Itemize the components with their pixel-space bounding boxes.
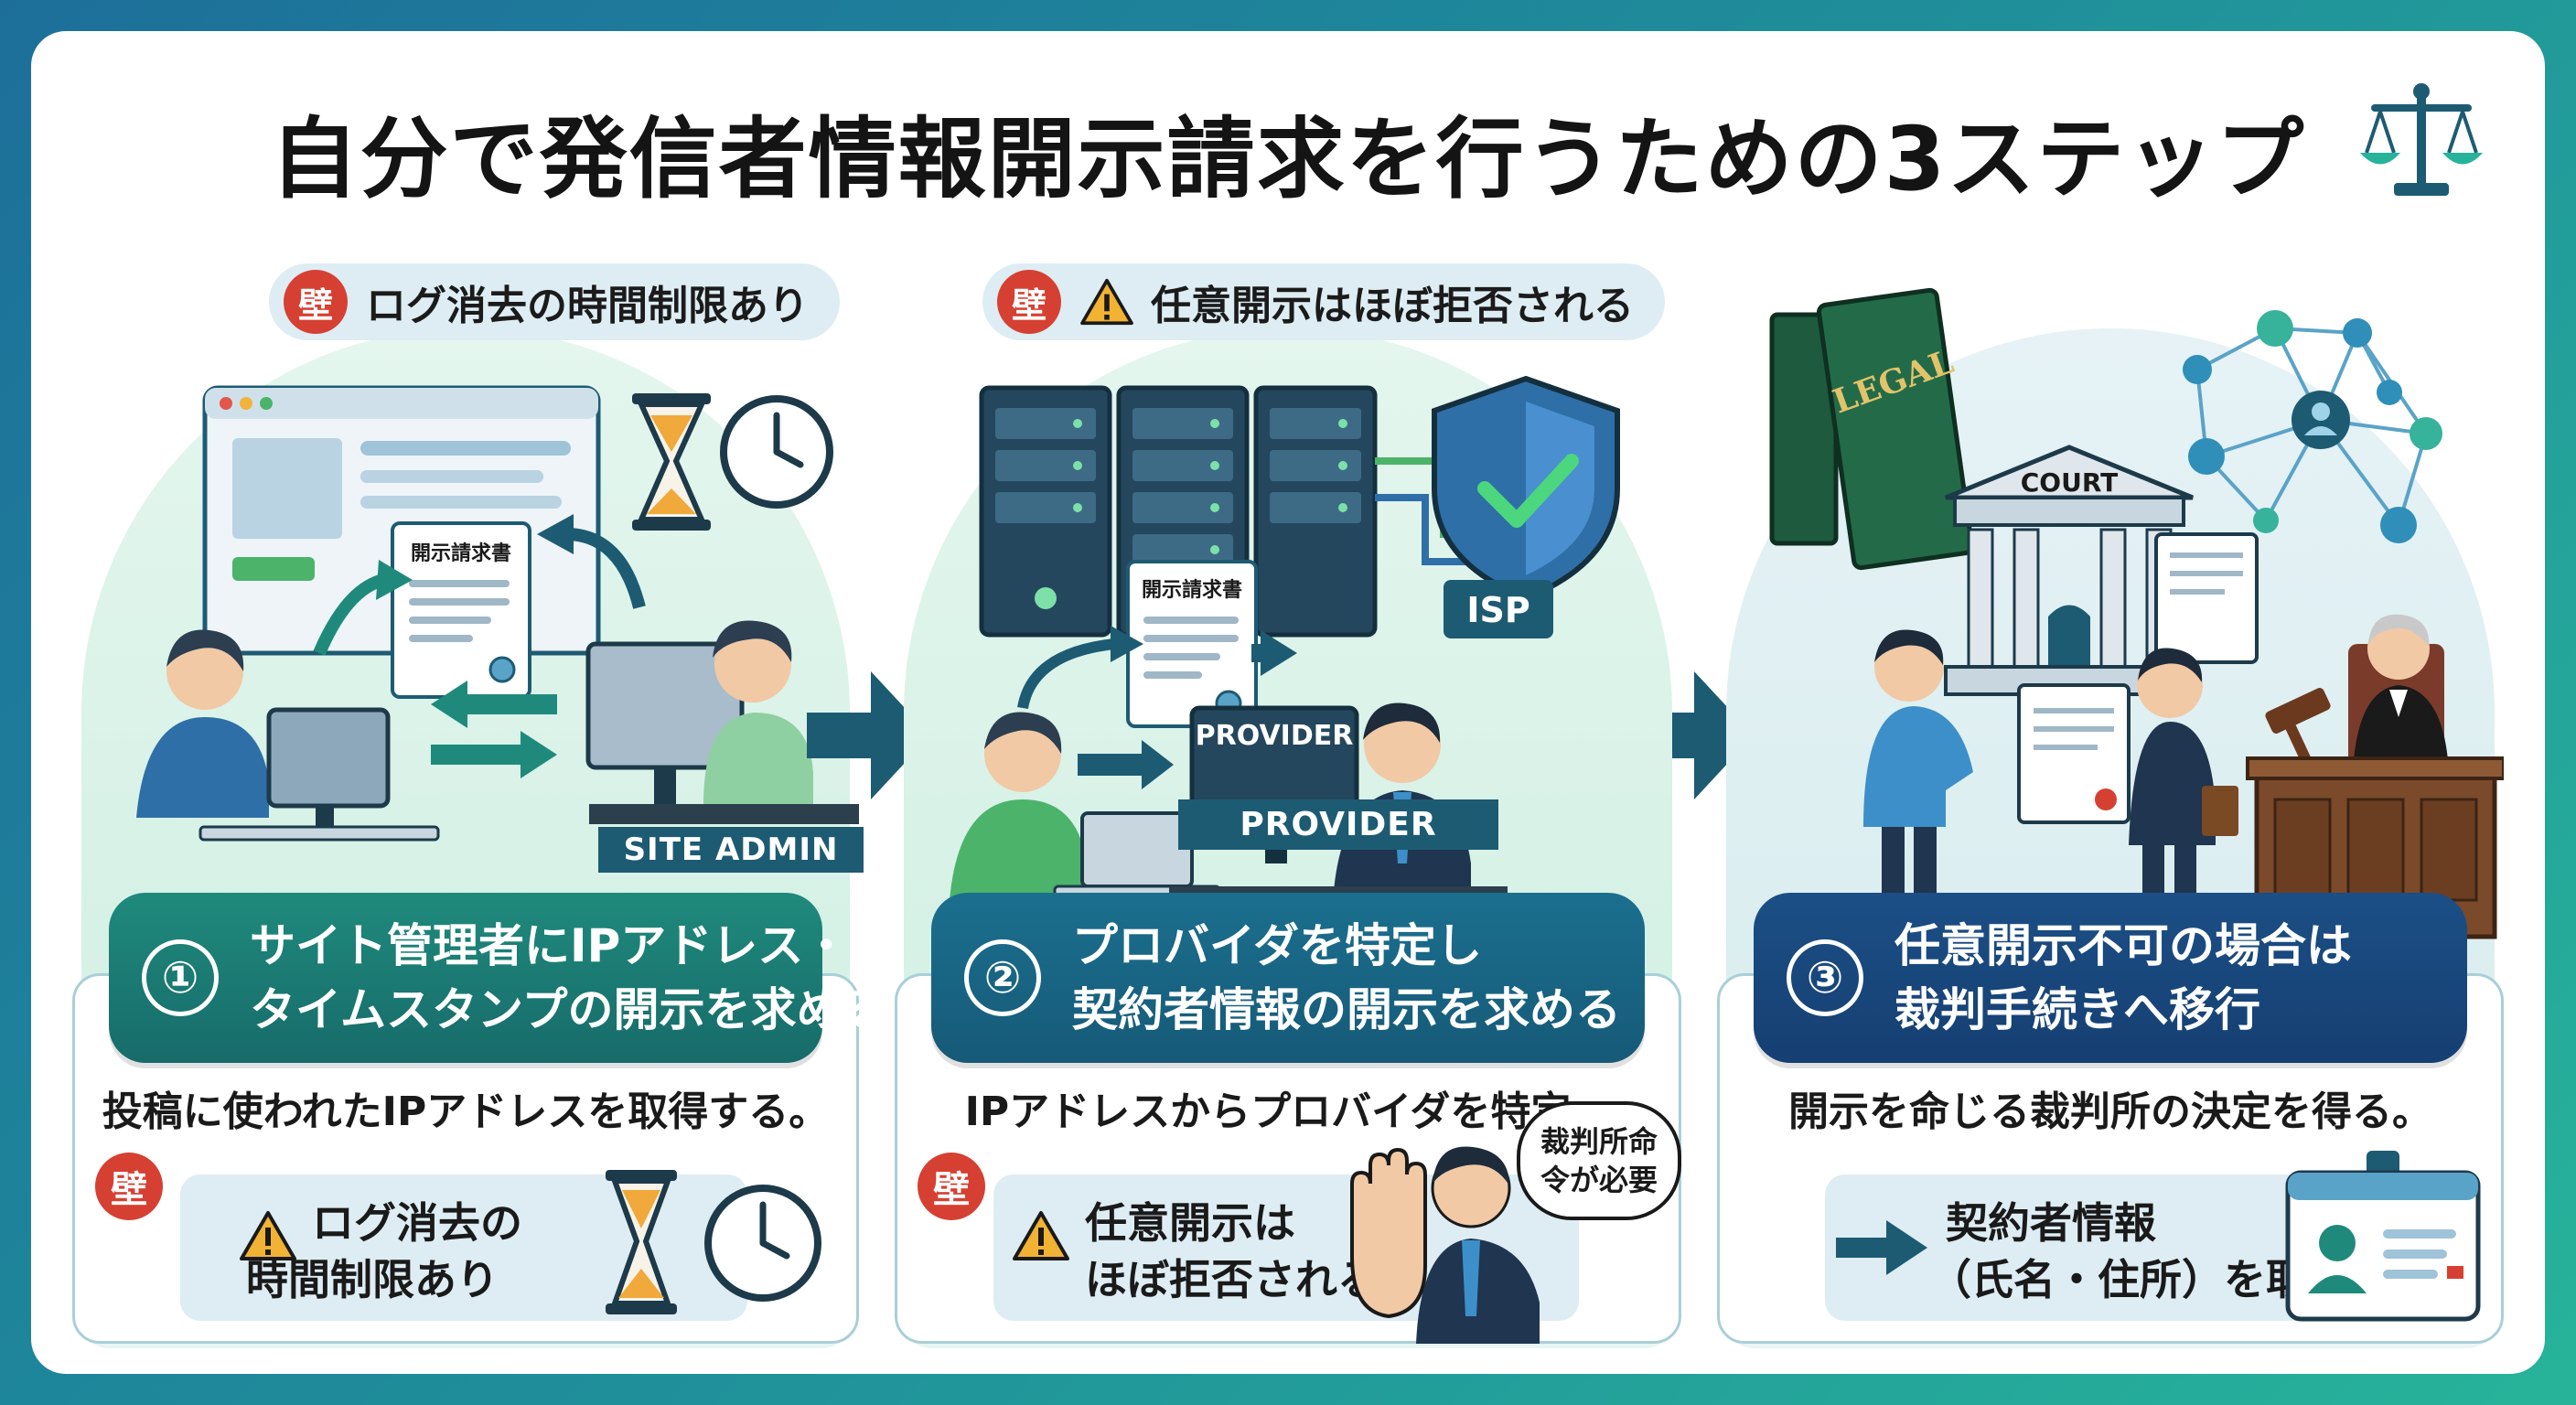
step-3-illustration: LEGAL [1769, 287, 2504, 939]
hourglass-icon [632, 393, 711, 531]
infographic-frame: 自分で発信者情報開示請求を行うための3ステップ 壁 ログ消去の時間制限あり [31, 31, 2545, 1374]
scales-of-justice-icon [2360, 83, 2483, 196]
step-2-column: 壁 任意開示はほぼ拒否される [895, 241, 1681, 1348]
step-heading-line-1: プロバイダを特定し [1072, 919, 1482, 972]
hourglass-clock-icon [606, 1170, 821, 1314]
requester-person-icon [1863, 629, 1973, 909]
curved-arrow-icon [565, 528, 646, 609]
step-2-illustration: ISP 開示請求書 [950, 375, 1620, 906]
speech-line-2: 令が必要 [1540, 1163, 1658, 1197]
wall-text: ログ消去の時間制限あり [366, 283, 809, 329]
document-label: 開示請求書 [1142, 578, 1242, 602]
step-2-banner: ② プロバイダを特定し 契約者情報の開示を求める [931, 893, 1645, 1063]
user-person-icon [950, 712, 1087, 900]
wall-badge: 壁 [95, 1153, 163, 1220]
step-description: 投稿に使われたIPアドレスを取得する。 [102, 1089, 830, 1135]
step-description: IPアドレスからプロバイダを特定。 [964, 1089, 1612, 1135]
wall-badge: 壁 [997, 270, 1061, 334]
wall-text-line-2: 時間制限あり [246, 1255, 499, 1304]
court-decision-document-icon [2017, 683, 2131, 824]
wall-text-line-2: ほぼ拒否される [1085, 1255, 1379, 1304]
result-text-line-2: （氏名・住所）を取得 [1929, 1255, 2350, 1304]
document-stack-icon [2154, 532, 2259, 664]
curved-arrow-icon [313, 574, 386, 656]
desktop-monitor-icon [199, 707, 440, 842]
warning-icon [1080, 278, 1133, 326]
wall-text: 任意開示はほぼ拒否される [1151, 283, 1634, 329]
step-heading-line-2: 裁判手続きへ移行 [1894, 983, 2260, 1036]
step-description: 開示を命じる裁判所の決定を得る。 [1788, 1089, 2432, 1135]
warning-icon [240, 1211, 296, 1260]
wall-text-line-1: 任意開示は [1085, 1198, 1295, 1248]
refusing-lawyer-icon [1350, 1146, 1540, 1344]
step-1-column: 壁 ログ消去の時間制限あり [72, 241, 888, 1348]
legal-books-icon [1769, 287, 1975, 571]
warning-icon [1013, 1211, 1069, 1260]
step-heading-line-1: サイト管理者にIPアドレス・ [250, 919, 850, 972]
clock-icon [720, 395, 833, 509]
wall-badge: 壁 [284, 270, 348, 334]
provider-monitor-label: PROVIDER [1196, 720, 1354, 752]
isp-label: ISP [1466, 590, 1530, 630]
wall-text-line-1: ログ消去の [312, 1198, 522, 1248]
flow-arrow-icon [807, 671, 930, 799]
court-label: COURT [2021, 467, 2119, 498]
step-1-illustration: 開示請求書 [136, 385, 859, 842]
step-heading-line-1: 任意開示不可の場合は [1894, 919, 2352, 972]
provider-plate: PROVIDER [1178, 799, 1498, 850]
lawyer-person-icon [2129, 648, 2238, 918]
judge-icon [2348, 614, 2449, 772]
step-1-banner: ① サイト管理者にIPアドレス・ タイムスタンプの開示を求める [109, 893, 888, 1063]
step-number: ① [142, 939, 219, 1016]
site-admin-plate: SITE ADMIN [598, 827, 864, 873]
step-heading-line-2: 契約者情報の開示を求める [1072, 983, 1621, 1036]
document-label: 開示請求書 [411, 542, 511, 565]
site-admin-person-icon [585, 620, 813, 804]
result-text-line-1: 契約者情報 [1946, 1198, 2156, 1248]
step-2-wall-callout: 壁 任意開示はほぼ拒否される [982, 263, 1665, 340]
step-3-column: LEGAL [1717, 241, 2504, 1348]
step-1-wall-callout: 壁 ログ消去の時間制限あり [269, 263, 840, 340]
arrow-right-icon [1836, 1220, 1927, 1275]
user-person-icon [136, 629, 269, 818]
step-number: ② [964, 939, 1041, 1016]
wall-badge: 壁 [918, 1153, 985, 1220]
network-nodes [2183, 310, 2442, 543]
speech-line-1: 裁判所命 [1540, 1124, 1658, 1159]
speech-bubble: 裁判所命 令が必要 [1517, 1101, 1681, 1220]
exchange-arrows-icon [431, 681, 557, 778]
step-number: ③ [1787, 939, 1863, 1016]
step-3-banner: ③ 任意開示不可の場合は 裁判手続きへ移行 [1754, 893, 2467, 1063]
page-title: 自分で発信者情報開示請求を行うための3ステップ [270, 108, 2306, 210]
step-heading-line-2: タイムスタンプの開示を求める [250, 983, 888, 1036]
id-card-icon [2285, 1151, 2481, 1322]
